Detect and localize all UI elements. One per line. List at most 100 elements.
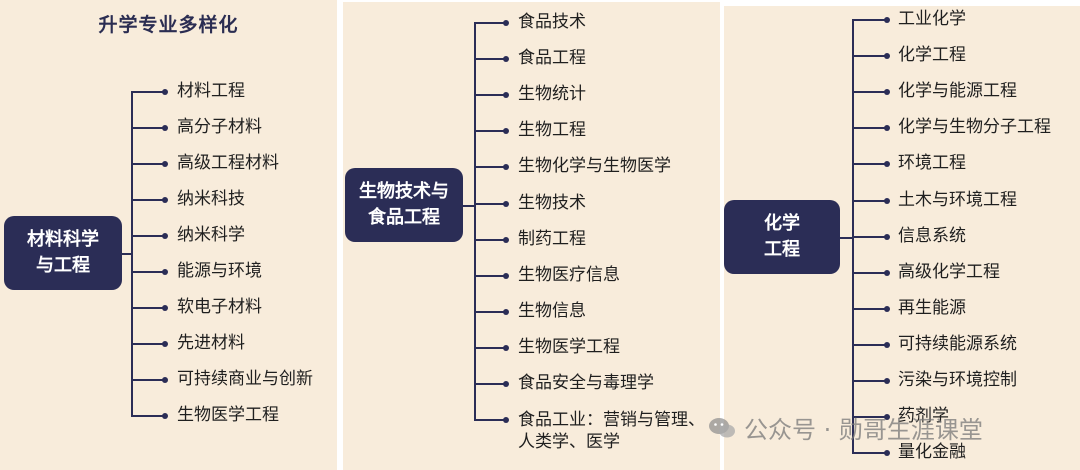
branch-line [852, 380, 886, 382]
branch-line [474, 310, 505, 313]
branch-line [474, 346, 505, 349]
tree-trunk-biotech [474, 22, 476, 422]
list-item: 药剂学 [898, 406, 949, 427]
group-box-biotech: 生物技术与 食品工程 [345, 168, 463, 242]
watermark-text: 公众号 · 勋哥生涯课堂 [744, 416, 983, 444]
branch-dot [503, 56, 509, 63]
branch-dot [162, 233, 168, 239]
box-connector-chemical [840, 237, 852, 239]
branch-line [474, 166, 505, 169]
list-item: 生物医学工程 [518, 336, 620, 357]
branch-line [131, 163, 164, 165]
branch-line [474, 130, 505, 133]
branch-dot [884, 53, 890, 60]
branch-dot [162, 341, 168, 347]
branch-dot [884, 450, 890, 457]
list-item: 生物技术 [518, 192, 586, 213]
list-item: 可持续能源系统 [898, 333, 1017, 354]
branch-line [852, 55, 886, 58]
branch-dot [503, 308, 509, 315]
list-item: 再生能源 [898, 297, 966, 318]
group-box-materials: 材料科学 与工程 [4, 216, 122, 290]
page-title: 升学专业多样化 [98, 14, 239, 36]
list-item: 环境工程 [898, 153, 966, 174]
list-item: 信息系统 [898, 225, 966, 246]
branch-line [131, 91, 164, 93]
branch-line [474, 94, 505, 97]
branch-dot [884, 17, 890, 23]
branch-dot [162, 377, 168, 383]
branch-line [131, 271, 164, 273]
list-item: 化学与生物分子工程 [898, 117, 1051, 138]
branch-dot [162, 161, 168, 167]
branch-dot [884, 125, 890, 132]
watermark: 公众号 · 勋哥生涯课堂 [708, 410, 983, 445]
branch-line [852, 163, 886, 166]
branch-line [852, 271, 886, 274]
branch-dot [884, 269, 890, 276]
list-item: 化学工程 [898, 45, 966, 66]
list-item: 食品工业：营销与管理、 人类学、医学 [518, 410, 705, 453]
branch-line [852, 19, 886, 21]
branch-line [474, 419, 505, 422]
branch-dot [503, 272, 509, 279]
branch-line [852, 91, 886, 94]
list-item: 食品安全与毒理学 [518, 373, 654, 393]
branch-dot [162, 89, 168, 95]
branch-line [131, 379, 164, 381]
list-item: 能源与环境 [177, 261, 262, 281]
branch-line [852, 307, 886, 310]
branch-dot [162, 269, 168, 275]
list-item: 材料工程 [177, 81, 245, 101]
list-item: 生物医学工程 [177, 405, 279, 425]
group-box-chemical: 化学 工程 [724, 200, 840, 274]
list-item: 生物信息 [518, 300, 586, 321]
list-item: 可持续商业与创新 [177, 369, 313, 389]
branch-line [852, 235, 886, 238]
branch-dot [884, 305, 890, 312]
branch-dot [884, 378, 890, 384]
branch-dot [503, 164, 509, 171]
branch-dot [884, 197, 890, 204]
branch-dot [503, 381, 509, 387]
branch-dot [162, 125, 168, 131]
branch-dot [884, 341, 890, 348]
branch-line [852, 416, 886, 419]
branch-line [852, 343, 886, 346]
list-item: 食品技术 [518, 12, 586, 32]
list-item: 制药工程 [518, 228, 586, 249]
list-item: 生物工程 [518, 120, 586, 141]
list-item: 食品工程 [518, 48, 586, 69]
list-item: 纳米科学 [177, 225, 245, 245]
list-item: 化学与能源工程 [898, 81, 1017, 102]
branch-dot [503, 128, 509, 135]
branch-line [852, 452, 886, 455]
branch-line [131, 307, 164, 309]
list-item: 高分子材料 [177, 117, 262, 137]
branch-line [474, 202, 505, 205]
list-item: 生物化学与生物医学 [518, 156, 671, 177]
branch-line [474, 58, 505, 61]
list-item: 量化金融 [898, 442, 966, 463]
list-item: 土木与环境工程 [898, 189, 1017, 210]
list-item: 先进材料 [177, 333, 245, 353]
branch-dot [503, 236, 509, 243]
branch-line [852, 199, 886, 202]
branch-dot [503, 20, 509, 26]
branch-line [131, 127, 164, 129]
list-item: 软电子材料 [177, 297, 262, 317]
list-item: 污染与环境控制 [898, 370, 1017, 390]
branch-line [474, 274, 505, 277]
branch-dot [162, 197, 168, 203]
branch-dot [884, 233, 890, 240]
branch-dot [162, 413, 168, 419]
box-connector-biotech [463, 205, 474, 207]
branch-dot [162, 305, 168, 311]
branch-line [131, 235, 164, 237]
branch-line [131, 343, 164, 345]
branch-dot [884, 414, 890, 421]
branch-line [131, 415, 164, 417]
branch-line [474, 238, 505, 241]
list-item: 高级工程材料 [177, 153, 279, 173]
branch-line [474, 22, 505, 24]
